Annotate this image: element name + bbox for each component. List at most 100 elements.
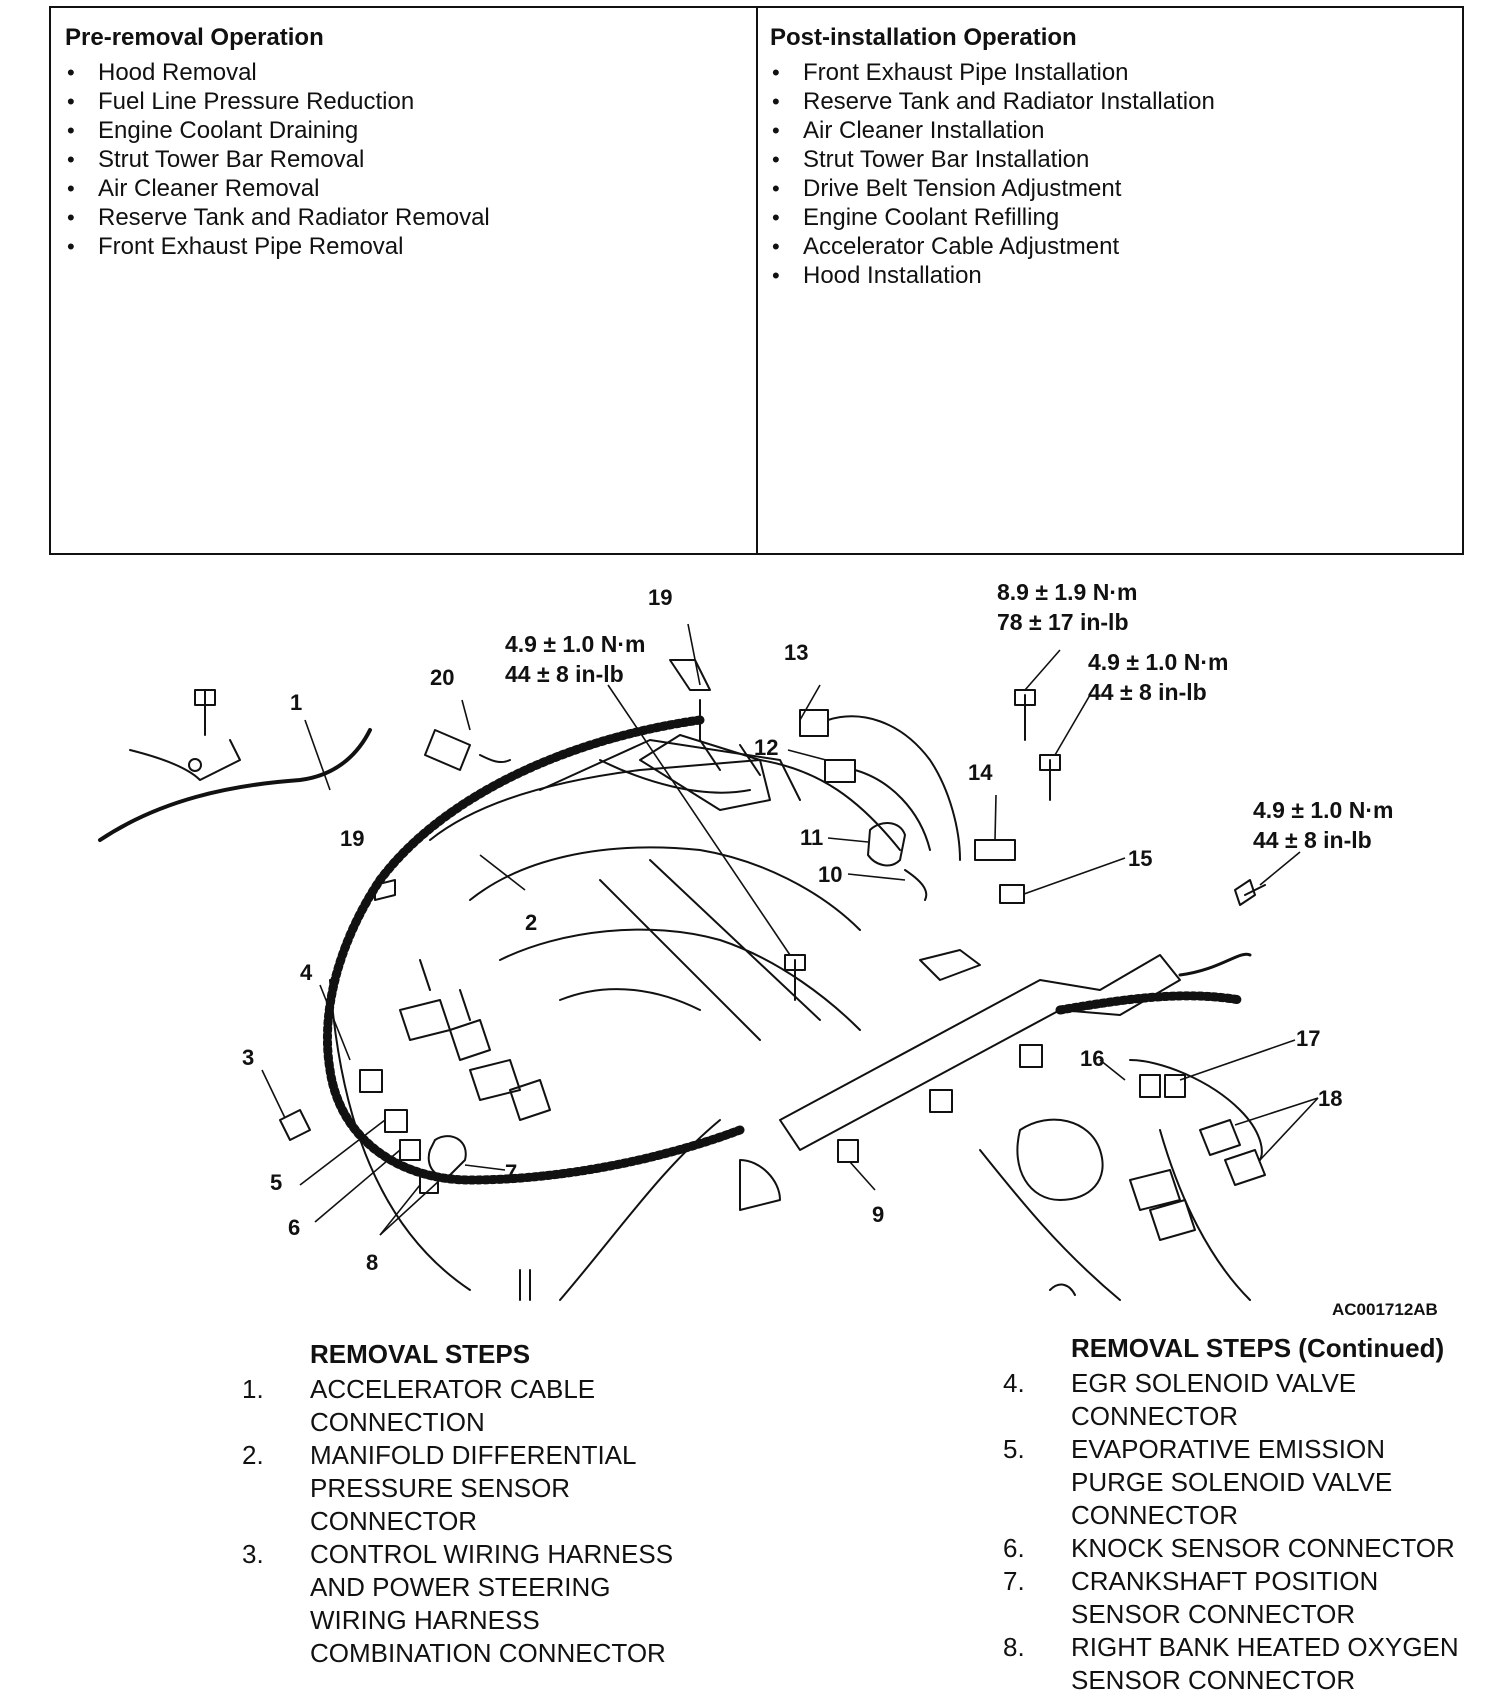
- callout-4: 4: [300, 960, 313, 985]
- removal-step: 5. EVAPORATIVE EMISSION PURGE SOLENOID V…: [1003, 1433, 1459, 1532]
- step-text-line: COMBINATION CONNECTOR: [310, 1638, 666, 1668]
- harness-bracket: [779, 954, 1181, 1151]
- step-text-line: EVAPORATIVE EMISSION: [1071, 1434, 1385, 1464]
- removal-steps: REMOVAL STEPS 1. ACCELERATOR CABLE CONNE…: [242, 1338, 673, 1670]
- removal-step: 1. ACCELERATOR CABLE CONNECTION: [242, 1373, 673, 1439]
- bolt-right: [1234, 879, 1266, 906]
- solenoid-valves: [399, 999, 551, 1121]
- step-text-line: CONTROL WIRING HARNESS: [310, 1539, 674, 1569]
- removal-step: 6. KNOCK SENSOR CONNECTOR: [1003, 1532, 1459, 1565]
- post-installation-item: Reserve Tank and Radiator Installation: [770, 87, 1462, 116]
- pre-removal-list: Hood Removal Fuel Line Pressure Reductio…: [65, 58, 756, 261]
- removal-steps-title: REMOVAL STEPS: [310, 1339, 531, 1369]
- step-text-line: EGR SOLENOID VALVE: [1071, 1368, 1357, 1398]
- callout-7: 7: [505, 1160, 517, 1185]
- callout-14: 14: [968, 760, 993, 785]
- callout-18: 18: [1318, 1086, 1342, 1111]
- step-number: 7.: [1003, 1566, 1025, 1596]
- step-number: 1.: [242, 1374, 264, 1404]
- torque-top-nm: 8.9 ± 1.9 N·m: [997, 579, 1137, 605]
- bolt-top: [1014, 689, 1036, 741]
- step-text-line: CONNECTOR: [1071, 1401, 1239, 1431]
- removal-step: 7. CRANKSHAFT POSITION SENSOR CONNECTOR: [1003, 1565, 1459, 1631]
- engine-wiring-diagram: 1 20 19 19 2 4 3 5 6 7 8 9 10 11 12 13 1…: [98, 579, 1438, 1319]
- pre-removal-section: Pre-removal Operation Hood Removal Fuel …: [51, 8, 758, 553]
- removal-step: 2. MANIFOLD DIFFERENTIAL PRESSURE SENSOR…: [242, 1439, 673, 1538]
- step-number: 5.: [1003, 1434, 1025, 1464]
- callout-2: 2: [525, 910, 537, 935]
- step-number: 3.: [242, 1539, 264, 1569]
- step-text-line: SENSOR CONNECTOR: [1071, 1599, 1356, 1629]
- step-text-line: MANIFOLD DIFFERENTIAL: [310, 1440, 637, 1470]
- removal-step: 3. CONTROL WIRING HARNESS AND POWER STEE…: [242, 1538, 673, 1670]
- step-number: 8.: [1003, 1632, 1025, 1662]
- torque-right-nm: 4.9 ± 1.0 N·m: [1253, 797, 1393, 823]
- pre-removal-item: Air Cleaner Removal: [65, 174, 756, 203]
- step-text-line: PURGE SOLENOID VALVE: [1071, 1467, 1393, 1497]
- torque-19-inlb: 44 ± 8 in-lb: [505, 661, 624, 687]
- step-text-line: CRANKSHAFT POSITION: [1071, 1566, 1379, 1596]
- pre-removal-item: Front Exhaust Pipe Removal: [65, 232, 756, 261]
- callout-11: 11: [800, 825, 823, 850]
- callout-10: 10: [818, 862, 842, 887]
- removal-steps-continued-list: 4. EGR SOLENOID VALVE CONNECTOR 5. EVAPO…: [1003, 1367, 1459, 1697]
- callout-15: 15: [1128, 846, 1152, 871]
- torque-mid-nm: 4.9 ± 1.0 N·m: [1088, 649, 1228, 675]
- callout-13: 13: [784, 640, 808, 665]
- callout-17: 17: [1296, 1026, 1320, 1051]
- callout-5: 5: [270, 1170, 282, 1195]
- pre-removal-item: Engine Coolant Draining: [65, 116, 756, 145]
- step-number: 2.: [242, 1440, 264, 1470]
- callout-19-left: 19: [340, 826, 364, 851]
- operations-table: Pre-removal Operation Hood Removal Fuel …: [49, 6, 1464, 555]
- torque-mid-inlb: 44 ± 8 in-lb: [1088, 679, 1207, 705]
- callout-3: 3: [242, 1045, 254, 1070]
- intake-manifold: [429, 759, 901, 1041]
- torque-right-inlb: 44 ± 8 in-lb: [1253, 827, 1372, 853]
- removal-step: 8. RIGHT BANK HEATED OXYGEN SENSOR CONNE…: [1003, 1631, 1459, 1697]
- bolt-mid: [1039, 754, 1061, 801]
- accelerator-cable: [98, 728, 372, 842]
- step-text-line: CONNECTOR: [1071, 1500, 1239, 1530]
- step-number: 4.: [1003, 1368, 1025, 1398]
- step-text-line: CONNECTION: [310, 1407, 485, 1437]
- post-installation-item: Air Cleaner Installation: [770, 116, 1462, 145]
- callout-20: 20: [430, 665, 454, 690]
- post-installation-item: Strut Tower Bar Installation: [770, 145, 1462, 174]
- figure-id: AC001712AB: [1332, 1300, 1438, 1319]
- pre-removal-title: Pre-removal Operation: [65, 24, 324, 51]
- post-installation-item: Engine Coolant Refilling: [770, 203, 1462, 232]
- pre-removal-item: Hood Removal: [65, 58, 756, 87]
- callout-9: 9: [872, 1202, 884, 1227]
- post-installation-title: Post-installation Operation: [770, 24, 1077, 51]
- post-installation-item: Front Exhaust Pipe Installation: [770, 58, 1462, 87]
- step-text-line: SENSOR CONNECTOR: [1071, 1665, 1356, 1695]
- step-number: 6.: [1003, 1533, 1025, 1563]
- pre-removal-item: Fuel Line Pressure Reduction: [65, 87, 756, 116]
- post-installation-item: Drive Belt Tension Adjustment: [770, 174, 1462, 203]
- callout-8: 8: [366, 1250, 378, 1275]
- removal-steps-continued: REMOVAL STEPS (Continued) 4. EGR SOLENOI…: [1003, 1332, 1459, 1697]
- bolt-19: [784, 954, 806, 1001]
- removal-steps-continued-title: REMOVAL STEPS (Continued): [1071, 1333, 1445, 1363]
- engine-outline: [329, 979, 1251, 1301]
- callout-6: 6: [288, 1215, 300, 1240]
- step-text-line: RIGHT BANK HEATED OXYGEN: [1071, 1632, 1459, 1662]
- post-installation-item: Hood Installation: [770, 261, 1462, 290]
- callout-12: 12: [754, 735, 778, 760]
- callout-1: 1: [290, 690, 302, 715]
- torque-19-nm: 4.9 ± 1.0 N·m: [505, 631, 645, 657]
- step-text-line: ACCELERATOR CABLE: [310, 1374, 596, 1404]
- post-installation-list: Front Exhaust Pipe Installation Reserve …: [770, 58, 1462, 290]
- step-text-line: WIRING HARNESS: [310, 1605, 540, 1635]
- removal-steps-list: 1. ACCELERATOR CABLE CONNECTION 2. MANIF…: [242, 1373, 673, 1670]
- post-installation-item: Accelerator Cable Adjustment: [770, 232, 1462, 261]
- removal-step: 4. EGR SOLENOID VALVE CONNECTOR: [1003, 1367, 1459, 1433]
- step-text-line: CONNECTOR: [310, 1506, 478, 1536]
- torque-top-inlb: 78 ± 17 in-lb: [997, 609, 1129, 635]
- callout-16: 16: [1080, 1046, 1104, 1071]
- step-text-line: PRESSURE SENSOR: [310, 1473, 571, 1503]
- step-text-line: AND POWER STEERING: [310, 1572, 611, 1602]
- pre-removal-item: Reserve Tank and Radiator Removal: [65, 203, 756, 232]
- post-installation-section: Post-installation Operation Front Exhaus…: [758, 8, 1462, 553]
